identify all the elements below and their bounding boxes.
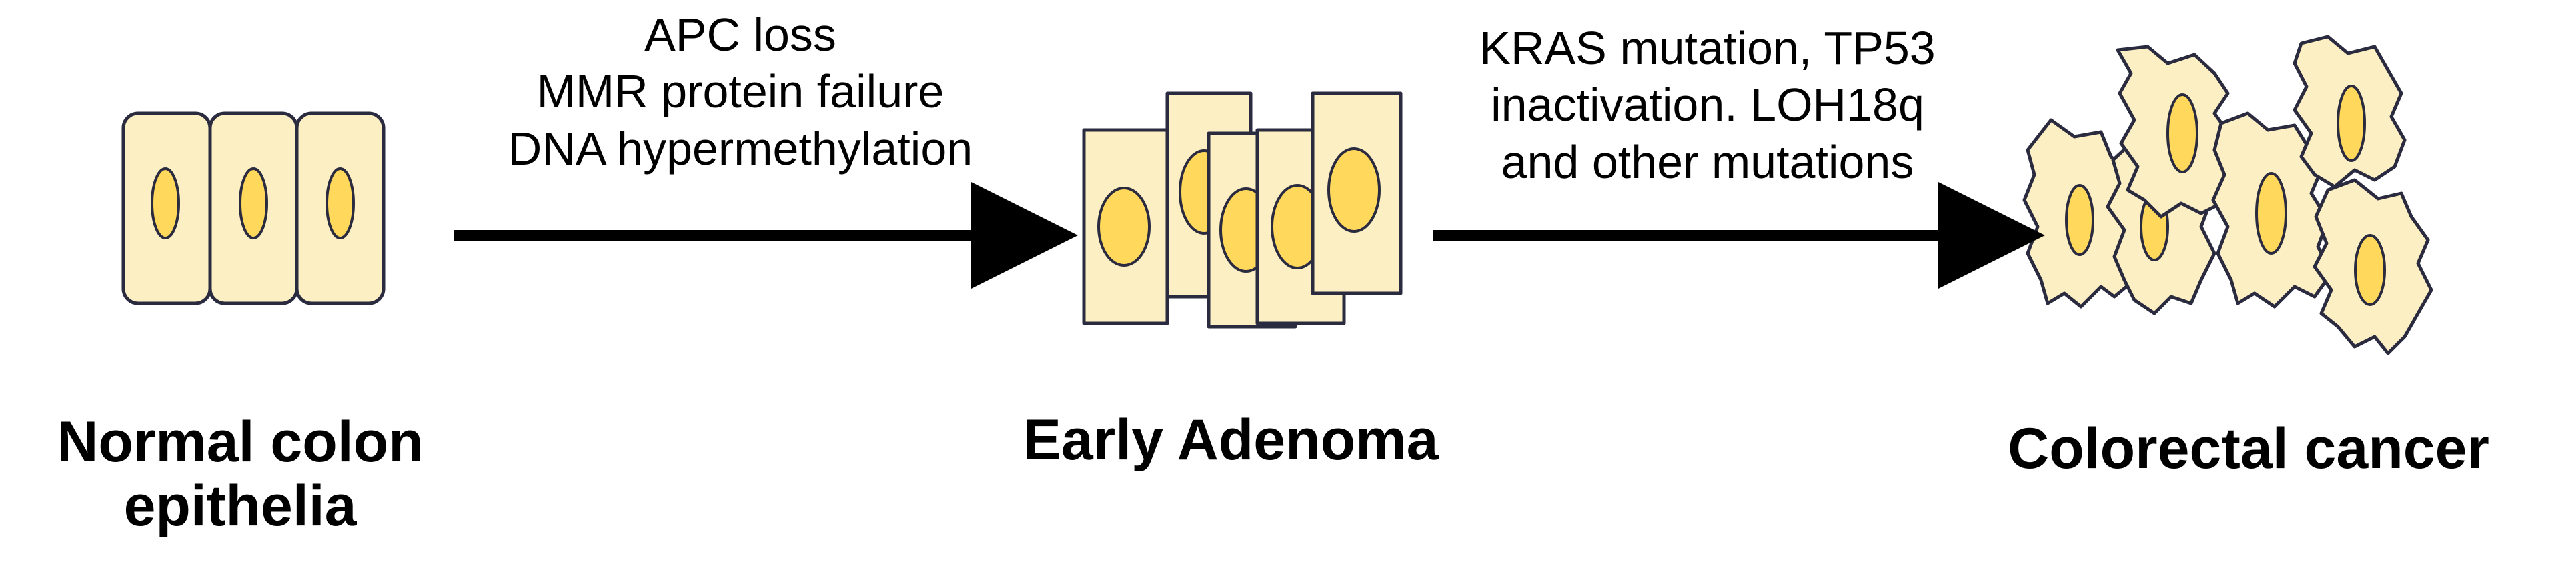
transition-2-line-1: KRAS mutation, TP53 — [1479, 22, 1936, 74]
normal-cell-1 — [121, 111, 212, 305]
stage-title-normal: Normal colon epithelia — [0, 410, 480, 539]
adenoma-cell-1 — [1082, 128, 1169, 325]
cancer-cells — [2022, 35, 2433, 355]
cancer-cell-5 — [2293, 35, 2407, 189]
transition-2-line-3: and other mutations — [1501, 135, 1914, 188]
normal-cell-3 — [295, 111, 386, 305]
normal-cell-2 — [208, 111, 299, 305]
transition-1-annotation: APC loss MMR protein failure DNA hyperme… — [434, 7, 1047, 177]
stage-title-adenoma: Early Adenoma — [1023, 408, 1439, 472]
adenoma-cell-5 — [1311, 91, 1403, 295]
transition-2-annotation: KRAS mutation, TP53 inactivation. LOH18q… — [1374, 20, 2041, 191]
cancer-cell-4 — [2211, 111, 2333, 309]
transition-1-line-1: APC loss — [644, 9, 836, 61]
transition-1-line-3: DNA hypermethylation — [508, 122, 973, 175]
normal-epithelium-cells — [121, 111, 386, 305]
cancer-cell-3 — [2116, 45, 2236, 219]
adenoma-cells — [1082, 91, 1403, 329]
stage-title-normal-line-2: epithelia — [123, 474, 357, 539]
stage-title-cancer: Colorectal cancer — [2008, 417, 2489, 481]
cancer-cell-6 — [2313, 178, 2433, 355]
transition-2-line-2: inactivation. LOH18q — [1491, 79, 1924, 131]
stage-title-normal-line-1: Normal colon — [57, 410, 424, 474]
transition-1-line-2: MMR protein failure — [536, 65, 944, 118]
